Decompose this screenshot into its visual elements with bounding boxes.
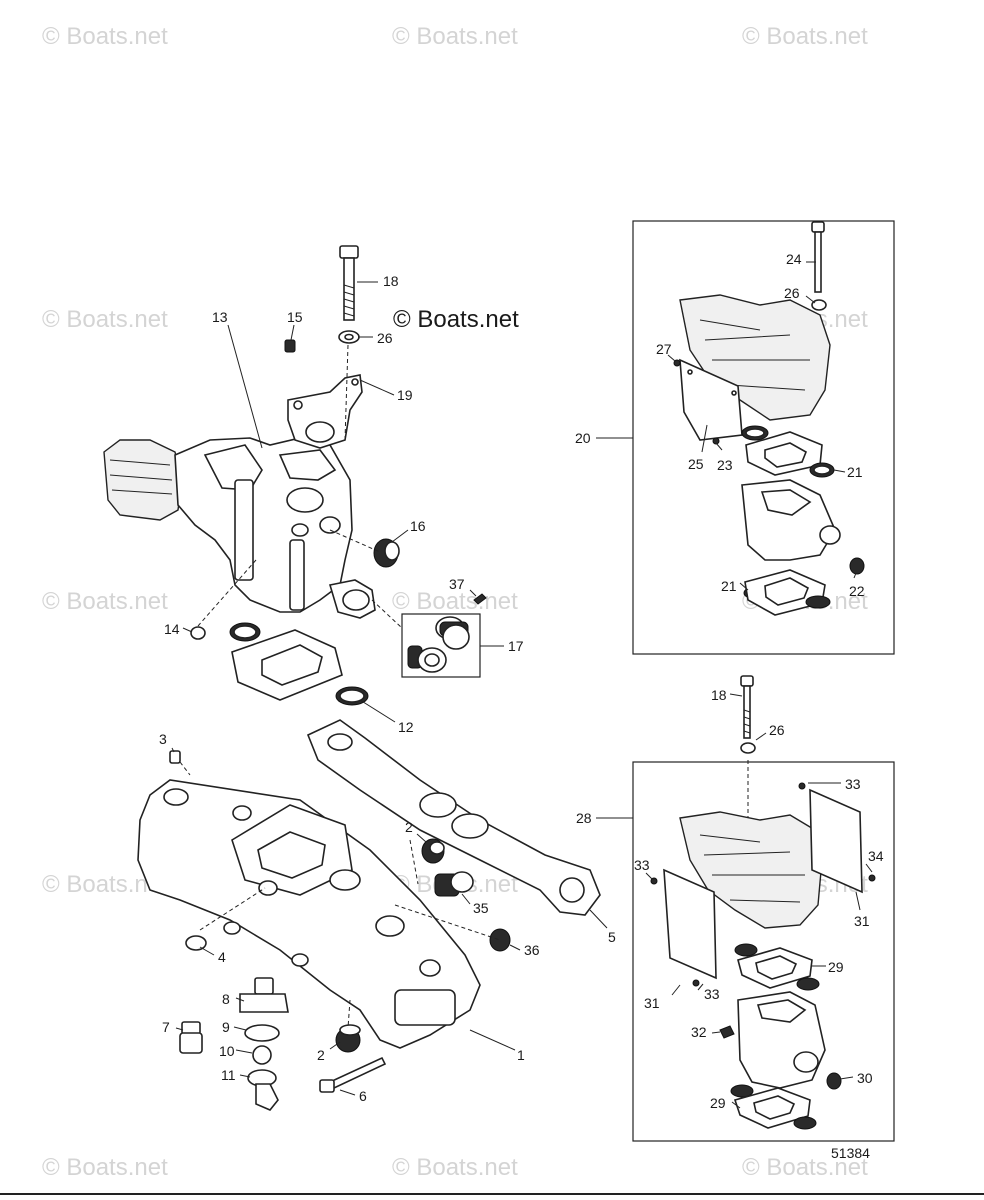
- screw-37: [473, 593, 487, 605]
- callout-33: 33: [845, 776, 861, 792]
- bolt-6: [319, 1056, 387, 1093]
- callout-21: 21: [847, 464, 863, 480]
- ring-4: [185, 935, 207, 951]
- callout-8: 8: [222, 991, 230, 1007]
- watermark: © Boats.net: [392, 1154, 518, 1181]
- plug-36: [489, 928, 511, 952]
- callout-28: 28: [576, 810, 592, 826]
- callout-30: 30: [857, 1070, 873, 1086]
- fittings-17: [407, 616, 470, 673]
- callout-21: 21: [721, 578, 737, 594]
- callout-29: 29: [710, 1095, 726, 1111]
- callout-11: 11: [221, 1067, 236, 1083]
- plug-2-upper: [421, 838, 445, 864]
- plug-2-lower: [335, 1024, 361, 1053]
- callout-31: 31: [644, 995, 660, 1011]
- callout-26: 26: [377, 330, 393, 346]
- watermark: © Boats.net: [742, 23, 868, 50]
- callout-4: 4: [218, 949, 226, 965]
- callout-13: 13: [212, 309, 228, 325]
- watermark: © Boats.net: [42, 23, 168, 50]
- callout-14: 14: [164, 621, 180, 637]
- plug-15: [284, 339, 296, 353]
- callout-6: 6: [359, 1088, 367, 1104]
- alignment-dashes: [179, 344, 501, 1029]
- callout-37: 37: [449, 576, 465, 592]
- figure-number: 51384: [831, 1145, 870, 1161]
- callout-33: 33: [704, 986, 720, 1002]
- exhaust-manifold-1: [137, 779, 481, 1049]
- callout-18: 18: [383, 273, 399, 289]
- callout-17: 17: [508, 638, 524, 654]
- callout-36: 36: [524, 942, 540, 958]
- bolt-18-upper: [339, 245, 359, 321]
- callout-2: 2: [405, 819, 413, 835]
- callout-18: 18: [711, 687, 727, 703]
- callout-5: 5: [608, 929, 616, 945]
- callout-26: 26: [784, 285, 800, 301]
- leader-lines: [171, 261, 873, 1109]
- bolt-18-lower: [740, 675, 756, 754]
- assembly-box-28: [632, 761, 895, 1142]
- assembly-28-parts: [650, 782, 876, 1130]
- callout-12: 12: [398, 719, 414, 735]
- watermark-main: © Boats.net: [393, 306, 519, 333]
- watermark: © Boats.net: [42, 588, 168, 615]
- watermark: © Boats.net: [392, 23, 518, 50]
- callout-23: 23: [717, 457, 733, 473]
- gasket-12: [229, 622, 369, 706]
- callout-22: 22: [849, 583, 865, 599]
- watermark: © Boats.net: [742, 1154, 868, 1181]
- nut-3: [169, 750, 181, 764]
- callout-33: 33: [634, 857, 650, 873]
- watermark: © Boats.net: [392, 588, 518, 615]
- callout-31: 31: [854, 913, 870, 929]
- watermark: © Boats.net: [42, 306, 168, 333]
- fitting-stack-8-11: [239, 977, 289, 1111]
- callout-35: 35: [473, 900, 489, 916]
- riser-elbow-13: [103, 374, 376, 619]
- callout-29: 29: [828, 959, 844, 975]
- fitting-7: [179, 1021, 203, 1054]
- callout-2: 2: [317, 1047, 325, 1063]
- fitting-35: [434, 871, 474, 897]
- callout-7: 7: [162, 1019, 170, 1035]
- callout-19: 19: [397, 387, 413, 403]
- callout-15: 15: [287, 309, 303, 325]
- callout-9: 9: [222, 1019, 230, 1035]
- plug-16: [373, 538, 400, 568]
- callout-3: 3: [159, 731, 167, 747]
- callout-27: 27: [656, 341, 672, 357]
- gasket-5: [306, 719, 601, 916]
- callout-10: 10: [219, 1043, 235, 1059]
- callout-24: 24: [786, 251, 802, 267]
- callout-16: 16: [410, 518, 426, 534]
- plug-14: [190, 626, 206, 640]
- callout-20: 20: [575, 430, 591, 446]
- callout-1: 1: [517, 1047, 525, 1063]
- bottom-rule: [0, 1193, 984, 1195]
- assembly-20-parts: [673, 221, 865, 616]
- watermark: © Boats.net: [42, 1154, 168, 1181]
- callout-25: 25: [688, 456, 704, 472]
- callout-26: 26: [769, 722, 785, 738]
- callout-labels: 1 2 2 3 4 5 6 7 8 9 10 11 12 13 14 15 16…: [159, 251, 884, 1161]
- callout-32: 32: [691, 1024, 707, 1040]
- callout-34: 34: [868, 848, 884, 864]
- washer-hole: [344, 333, 354, 341]
